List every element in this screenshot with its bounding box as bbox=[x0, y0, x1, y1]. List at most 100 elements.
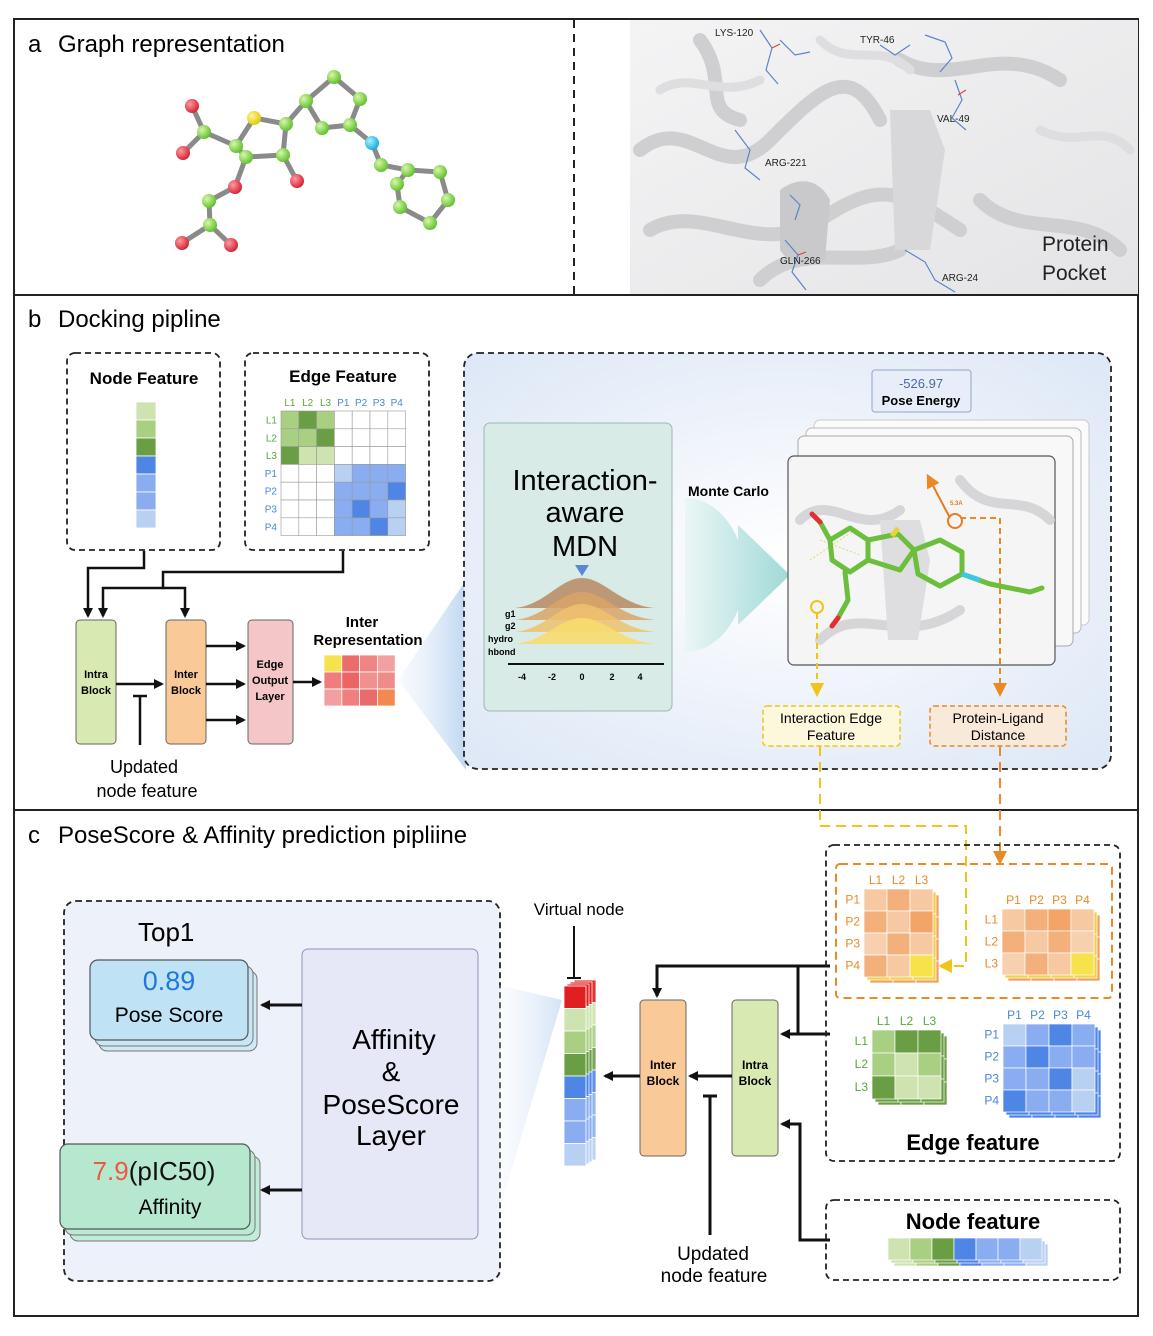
edge-feature-label-c: Edge feature bbox=[906, 1130, 1039, 1155]
edge-matrix-cell bbox=[298, 446, 317, 465]
edge-stack-col-label: L2 bbox=[900, 1014, 914, 1028]
edge-matrix-cell bbox=[298, 481, 317, 501]
edge-stack-cell bbox=[894, 1029, 919, 1054]
edge-feature-title: Edge Feature bbox=[289, 367, 397, 386]
edge-stack-cell bbox=[909, 910, 934, 934]
virtual-node-column bbox=[563, 979, 597, 1167]
edge-link-yellow bbox=[819, 746, 967, 973]
edge-matrix-col-label: P2 bbox=[355, 398, 368, 409]
edge-matrix-cell bbox=[280, 410, 300, 430]
residue-label-4: ARG-221 bbox=[765, 158, 807, 169]
virtual-node-cell bbox=[563, 1075, 587, 1099]
residue-label-3: VAL-49 bbox=[937, 114, 970, 125]
edge-matrix-cell bbox=[316, 446, 335, 465]
edge-matrix-cell bbox=[387, 428, 406, 447]
edge-stack-cell bbox=[1025, 1089, 1050, 1113]
edge-stack-row-label: L2 bbox=[985, 934, 999, 948]
intra-block bbox=[75, 619, 117, 745]
edge-stack-row-label: P2 bbox=[984, 1049, 999, 1063]
edge-stack-cell bbox=[894, 1075, 919, 1100]
inter-repr-cell bbox=[323, 654, 343, 673]
edge-stack-cell bbox=[871, 1052, 896, 1077]
edge-stack-col-label: P4 bbox=[1076, 1008, 1091, 1022]
edge-matrix-cell bbox=[298, 464, 317, 483]
edge-stack-row-label: L1 bbox=[855, 1034, 869, 1048]
panel-b-letter: b bbox=[28, 306, 41, 333]
edge-matrix-cell bbox=[280, 499, 300, 519]
virtual-node-cell bbox=[563, 1143, 587, 1167]
edge-stack-cell bbox=[1048, 1089, 1073, 1113]
edge-stack-cell bbox=[1048, 1045, 1073, 1069]
mdn-curve-g2: g2 bbox=[505, 621, 516, 631]
edge-stack-cell bbox=[1025, 1023, 1050, 1047]
inter-block-c bbox=[639, 999, 687, 1157]
inter-block-c-line1: Inter bbox=[650, 1058, 676, 1072]
edge-stack-cell bbox=[1002, 1045, 1027, 1069]
virtual-node-cell bbox=[563, 985, 587, 1009]
mdn-curve-hbond: hbond bbox=[488, 647, 516, 657]
edge-matrix-cell bbox=[298, 499, 317, 519]
edge-matrix-col-label: P1 bbox=[337, 398, 350, 409]
mdn-tick-5: 4 bbox=[637, 672, 642, 682]
node-row-cell bbox=[887, 1237, 911, 1261]
edge-matrix-cell bbox=[334, 499, 353, 519]
edge-matrix-cell bbox=[369, 517, 389, 536]
edge-matrix-row-label: P4 bbox=[265, 522, 278, 533]
inter-representation-line1: Inter bbox=[346, 614, 379, 631]
edge-matrix-col-label: L3 bbox=[320, 398, 332, 409]
inter-representation-line2: Representation bbox=[313, 632, 422, 649]
edge-output-line1: Edge bbox=[257, 659, 284, 671]
inter-repr-cell bbox=[341, 671, 360, 690]
output-arrows bbox=[260, 1000, 302, 1195]
updated-node-line1: Updated bbox=[110, 757, 178, 777]
edge-stack-cell bbox=[1070, 952, 1095, 976]
node-row-cell bbox=[909, 1237, 933, 1261]
edge-stack-cell bbox=[1024, 930, 1049, 954]
edge-matrix-cell bbox=[369, 499, 389, 519]
edge-stack-cell bbox=[863, 932, 888, 956]
outer-frame bbox=[13, 18, 1139, 1317]
node-row-cell bbox=[953, 1237, 977, 1261]
protein-ligand-box bbox=[929, 705, 1067, 747]
pose-score-card: 0.89 Pose Score bbox=[89, 959, 258, 1052]
edge-stack-row-label: L3 bbox=[985, 956, 999, 970]
edge-stack-row-label: P4 bbox=[845, 958, 860, 972]
edge-matrix-cell bbox=[351, 464, 371, 483]
panel-c: c PoseScore & Affinity prediction piplii… bbox=[28, 822, 1121, 1287]
inter-repr-cell bbox=[376, 654, 396, 673]
updated-node-line2: node feature bbox=[96, 781, 197, 801]
inter-repr-cell bbox=[341, 654, 360, 673]
edge-matrix-cell bbox=[351, 517, 371, 536]
interaction-edge-box bbox=[762, 705, 901, 747]
edge-stack-cell bbox=[886, 910, 911, 934]
edge-matrix-cell bbox=[334, 481, 353, 501]
mdn-curve-g1: g1 bbox=[505, 609, 516, 619]
edge-stack-cell bbox=[1002, 1067, 1027, 1091]
edge-stack-cell bbox=[917, 1052, 942, 1077]
node-feature-cell bbox=[135, 419, 157, 439]
inter-repr-cell bbox=[323, 671, 343, 690]
affinity-value: 7.9 bbox=[93, 1156, 129, 1186]
edge-stack-row-label: L3 bbox=[855, 1080, 869, 1094]
panel-a-title: Graph representation bbox=[58, 31, 285, 58]
mdn-tick-3: 0 bbox=[579, 672, 584, 682]
edge-matrix-row-label: P2 bbox=[265, 487, 278, 498]
edge-matrix-cell bbox=[316, 481, 335, 501]
edge-stack-col-label: L2 bbox=[892, 873, 906, 887]
edge-stack-col-label: P1 bbox=[1006, 893, 1021, 907]
virtual-node-cell bbox=[563, 1098, 587, 1122]
edge-stack-row-label: L1 bbox=[985, 912, 999, 926]
molecule-atoms bbox=[175, 70, 455, 252]
edge-stack-col-label: L1 bbox=[869, 873, 883, 887]
interaction-edge-line2: Feature bbox=[807, 727, 855, 743]
node-feature-row bbox=[887, 1237, 1049, 1267]
feature-connectors bbox=[83, 551, 345, 618]
inter-repr-cell bbox=[323, 688, 343, 707]
interaction-edge-line1: Interaction Edge bbox=[780, 710, 882, 726]
edge-stack-cell bbox=[886, 932, 911, 956]
block-arrows-c bbox=[603, 964, 830, 1242]
distance-label: 5.3A bbox=[950, 501, 963, 507]
mdn-tick-4: 2 bbox=[609, 672, 614, 682]
node-feature-title: Node Feature bbox=[90, 369, 199, 388]
residue-label-5: GLN-266 bbox=[780, 256, 821, 267]
